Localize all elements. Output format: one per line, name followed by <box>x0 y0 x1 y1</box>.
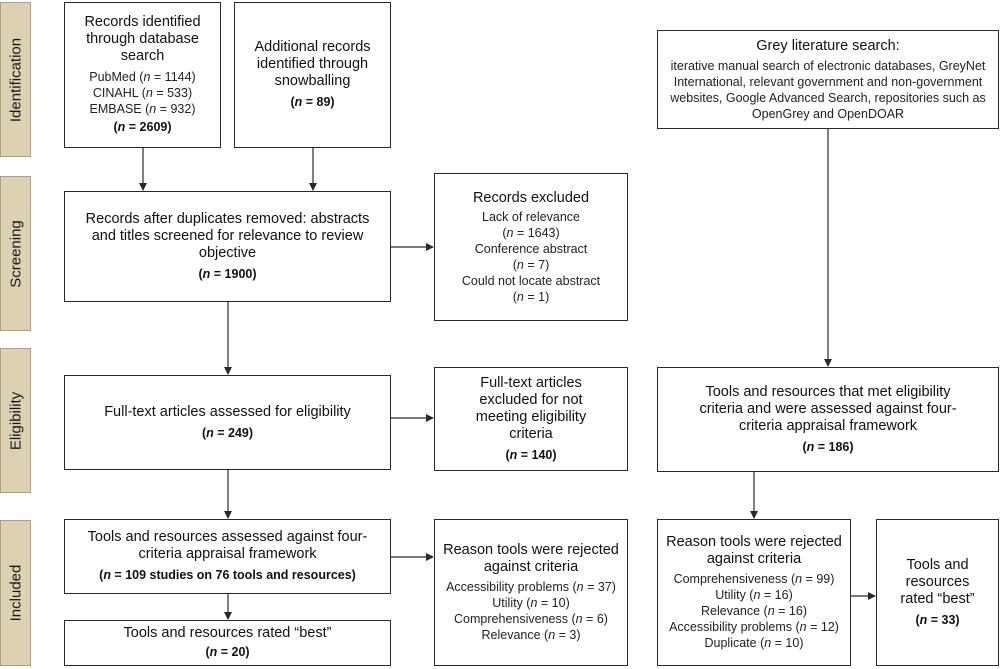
rated-best-right-title: Tools and resources rated “best” <box>900 556 975 607</box>
phase-identification-label: Identification <box>7 37 24 122</box>
fulltext-assessed-total: (n = 249) <box>201 425 254 440</box>
db-search-title: Records identified through database sear… <box>84 14 201 64</box>
records-excluded-title: Records excluded <box>472 189 590 206</box>
fulltext-excluded-box: Full-text articles excluded for not meet… <box>434 367 628 471</box>
duplicates-removed-box: Records after duplicates removed: abstra… <box>64 191 391 302</box>
db-search-total: (n = 2609) <box>113 120 172 134</box>
rated-best-right-total: (n = 33) <box>915 612 960 627</box>
fulltext-excluded-title: Full-text articles excluded for not meet… <box>475 374 587 442</box>
rejected-left-reason: Utility (n = 10) <box>492 596 570 610</box>
rejected-right-reason: Accessibility problems (n = 12) <box>669 620 839 634</box>
rejected-left-box: Reason tools were rejected against crite… <box>434 519 628 666</box>
rejected-right-box: Reason tools were rejected against crite… <box>657 519 851 666</box>
rejected-left-reason: Comprehensiveness (n = 6) <box>454 612 608 626</box>
snowballing-title: Additional records identified through sn… <box>254 39 371 89</box>
grey-eligible-total: (n = 186) <box>802 439 854 454</box>
rejected-right-reason: Utility (n = 16) <box>715 588 793 602</box>
excluded-count: (n = 7) <box>512 257 550 272</box>
rated-best-right-box: Tools and resources rated “best” (n = 33… <box>876 519 999 666</box>
rated-best-left-title: Tools and resources rated “best” <box>123 625 332 641</box>
rejected-left-reason: Relevance (n = 3) <box>481 628 581 642</box>
rejected-right-title: Reason tools were rejected against crite… <box>666 534 842 567</box>
phase-eligibility: Eligibility <box>0 348 31 493</box>
phase-identification: Identification <box>0 2 31 157</box>
phase-eligibility-label: Eligibility <box>7 391 24 450</box>
fulltext-assessed-box: Full-text articles assessed for eligibil… <box>64 375 391 470</box>
phase-included-label: Included <box>7 564 24 622</box>
grey-eligible-title: Tools and resources that met eligibility… <box>699 383 957 434</box>
assessed-framework-box: Tools and resources assessed against fou… <box>64 519 391 594</box>
excluded-count: (n = 1643) <box>502 225 560 240</box>
excluded-reason: Lack of relevance <box>482 209 580 224</box>
excluded-count: (n = 1) <box>512 289 550 304</box>
db-search-box: Records identified through database sear… <box>64 2 221 148</box>
phase-screening-label: Screening <box>7 219 24 288</box>
rejected-right-reason: Comprehensiveness (n = 99) <box>673 572 835 586</box>
grey-literature-box: Grey literature search: iterative manual… <box>657 30 999 129</box>
assessed-framework-title: Tools and resources assessed against fou… <box>87 529 368 562</box>
fulltext-assessed-title: Full-text articles assessed for eligibil… <box>104 403 351 420</box>
excluded-reason: Conference abstract <box>474 241 588 256</box>
assessed-framework-total: (n = 109 studies on 76 tools and resourc… <box>99 568 356 582</box>
rated-best-left-total: (n = 20) <box>205 645 250 659</box>
db-search-source: CINAHL (n = 533) <box>92 86 193 100</box>
rejected-right-reason: Relevance (n = 16) <box>701 604 807 618</box>
excluded-reason: Could not locate abstract <box>461 273 601 288</box>
grey-literature-title: Grey literature search: <box>756 37 900 54</box>
phase-included: Included <box>0 520 31 666</box>
rejected-right-reason: Duplicate (n = 10) <box>704 636 804 650</box>
rated-best-left-box: Tools and resources rated “best” (n = 20… <box>64 620 391 666</box>
grey-eligible-box: Tools and resources that met eligibility… <box>657 367 999 472</box>
phase-screening: Screening <box>0 176 31 331</box>
db-search-source: PubMed (n = 1144) <box>89 70 196 84</box>
rejected-left-title: Reason tools were rejected against crite… <box>443 542 619 575</box>
records-excluded-box: Records excluded Lack of relevance (n = … <box>434 173 628 321</box>
rejected-left-reason: Accessibility problems (n = 37) <box>446 580 616 594</box>
duplicates-removed-total: (n = 1900) <box>198 266 257 281</box>
snowballing-box: Additional records identified through sn… <box>234 2 391 148</box>
db-search-source: EMBASE (n = 932) <box>89 102 196 116</box>
grey-literature-text: iterative manual search of electronic da… <box>670 58 986 121</box>
duplicates-removed-title: Records after duplicates removed: abstra… <box>85 210 370 261</box>
fulltext-excluded-total: (n = 140) <box>505 447 557 462</box>
snowballing-total: (n = 89) <box>290 95 335 109</box>
